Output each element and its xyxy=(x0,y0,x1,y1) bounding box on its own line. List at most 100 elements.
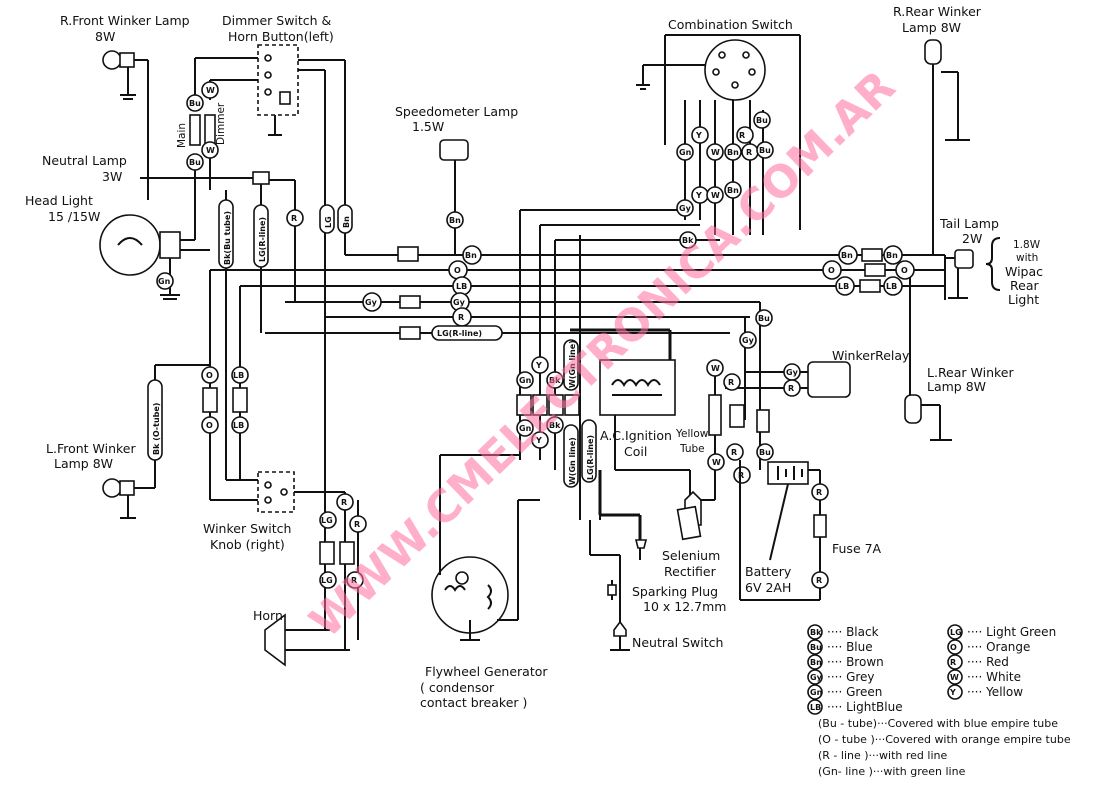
selenium-rectifier xyxy=(676,505,702,541)
winker-relay: Gy R xyxy=(725,361,851,398)
ac-ignition-label: A.C.Ignition xyxy=(600,428,672,443)
legend-right-0-swatch xyxy=(947,624,963,640)
legend-left-2-label: ···· Brown xyxy=(827,655,884,669)
svg-text:Bu: Bu xyxy=(759,146,771,155)
svg-text:R: R xyxy=(738,471,744,480)
svg-text:Bk: Bk xyxy=(682,236,694,245)
svg-text:Bn: Bn xyxy=(727,148,739,157)
svg-text:Gy: Gy xyxy=(365,298,378,307)
svg-text:LB: LB xyxy=(886,282,897,291)
tail-note-4: Rear xyxy=(1010,278,1039,293)
legend-note-0: (Bu - tube)···Covered with blue empire t… xyxy=(818,717,1058,730)
legend-right-2-label: ···· Red xyxy=(967,655,1009,669)
legend-right-3-label: ···· White xyxy=(967,670,1021,684)
tail-note-1: 1.8W xyxy=(1013,239,1041,251)
neutral-lamp xyxy=(140,171,296,302)
svg-text:Bu: Bu xyxy=(189,99,201,108)
tail-lamp xyxy=(945,237,1001,299)
battery-label-2: 6V 2AH xyxy=(745,580,791,595)
svg-text:R: R xyxy=(291,214,297,223)
head-light-label: Head Light xyxy=(25,193,93,208)
selenium-label-2: Rectifier xyxy=(664,564,717,579)
bus-tags: Bn O LB Gy Gy R LG(R-line) Bn Bn O O LB … xyxy=(362,245,915,341)
legend-right-4-code: Y xyxy=(949,688,956,697)
svg-text:Bn: Bn xyxy=(342,216,351,228)
svg-text:Bk(Bu tube): Bk(Bu tube) xyxy=(223,211,232,265)
svg-text:Bn: Bn xyxy=(465,251,477,260)
battery xyxy=(767,461,820,561)
head-light xyxy=(99,214,210,300)
svg-text:Bk: Bk xyxy=(549,421,561,430)
svg-text:Gn: Gn xyxy=(519,376,532,385)
svg-text:R: R xyxy=(788,384,794,393)
winker-switch: O LB O LB xyxy=(201,270,345,513)
svg-text:W: W xyxy=(712,458,721,467)
svg-text:O: O xyxy=(828,266,835,275)
legend-left-0-swatch xyxy=(807,624,823,640)
dimmer-switch-label: Dimmer Switch & xyxy=(222,13,332,28)
svg-text:O: O xyxy=(454,266,461,275)
legend-right-1-label: ···· Orange xyxy=(967,640,1030,654)
sparking-plug-label-2: 10 x 12.7mm xyxy=(643,599,726,614)
svg-text:LG: LG xyxy=(321,576,333,585)
battery-label: Battery xyxy=(745,564,792,579)
legend-right-2-code: R xyxy=(950,658,956,667)
winker-relay-label: WinkerRelay xyxy=(832,348,910,363)
legend-left-3-code: Gy xyxy=(810,673,823,682)
legend-left-3-label: ···· Grey xyxy=(827,670,875,684)
legend-right-2-swatch xyxy=(947,654,963,670)
svg-text:W(Gn line): W(Gn line) xyxy=(568,437,577,485)
svg-text:R: R xyxy=(746,148,752,157)
speedometer-watt: 1.5W xyxy=(412,119,444,134)
legend-note-1: (O - tube )···Covered with orange empire… xyxy=(818,733,1071,746)
speedometer-lamp xyxy=(439,139,469,255)
legend-right-3-swatch xyxy=(947,669,963,685)
tail-note-3: Wipac xyxy=(1005,264,1043,279)
l-front-winker-label: L.Front Winker xyxy=(46,441,136,456)
svg-text:Y: Y xyxy=(695,131,702,140)
svg-text:Bk (O-tube): Bk (O-tube) xyxy=(152,403,161,455)
flywheel-label-3: contact breaker ) xyxy=(420,695,527,710)
legend-left-1-label: ···· Blue xyxy=(827,640,873,654)
svg-text:W: W xyxy=(711,191,720,200)
svg-text:Y: Y xyxy=(695,191,702,200)
winker-switch-label: Winker Switch xyxy=(203,521,291,536)
dimmer-code-circles: Bu W W Bu xyxy=(186,81,219,171)
tail-note-2: with xyxy=(1016,252,1038,264)
svg-text:W: W xyxy=(711,364,720,373)
legend-left-4-swatch xyxy=(807,684,823,700)
legend-left-0-code: Bk xyxy=(810,628,822,637)
flywheel-label: Flywheel Generator xyxy=(425,664,548,679)
svg-text:Gy: Gy xyxy=(453,298,466,307)
svg-text:LB: LB xyxy=(838,282,849,291)
legend-left-4-label: ···· Green xyxy=(827,685,882,699)
dimmer-label: Dimmer xyxy=(215,102,227,145)
r-front-winker-watt: 8W xyxy=(95,29,115,44)
svg-text:Bu: Bu xyxy=(189,158,201,167)
legend-left-2-swatch xyxy=(807,654,823,670)
svg-text:R: R xyxy=(351,576,357,585)
legend-right-1-swatch xyxy=(947,639,963,655)
legend-left-2-code: Bn xyxy=(810,658,822,667)
r-front-winker-label: R.Front Winker Lamp xyxy=(60,13,190,28)
neutral-switch xyxy=(589,520,630,651)
winker-switch-label-2: Knob (right) xyxy=(210,537,285,552)
neutral-lamp-watt: 3W xyxy=(102,169,122,184)
svg-text:LB: LB xyxy=(456,282,467,291)
spark-plug xyxy=(599,515,648,600)
legend-left-1-swatch xyxy=(807,639,823,655)
horn-label: Horn xyxy=(253,608,283,623)
legend-right-0-label: ···· Light Green xyxy=(967,625,1056,639)
flywheel-label-2: ( condensor xyxy=(420,680,495,695)
svg-text:Gy: Gy xyxy=(786,368,799,377)
r-rear-winker-watt: Lamp 8W xyxy=(902,20,961,35)
horn: LG R R LG R xyxy=(264,317,367,667)
svg-text:Bk: Bk xyxy=(549,376,561,385)
neutral-lamp-label: Neutral Lamp xyxy=(42,153,127,168)
head-light-watt: 15 /15W xyxy=(48,209,100,224)
legend-left-5-label: ···· LightBlue xyxy=(827,700,903,714)
svg-text:LG(R-line): LG(R-line) xyxy=(586,435,595,480)
fuse-label: Fuse 7A xyxy=(832,541,882,556)
legend-note-2: (R - line )···with red line xyxy=(818,749,947,762)
